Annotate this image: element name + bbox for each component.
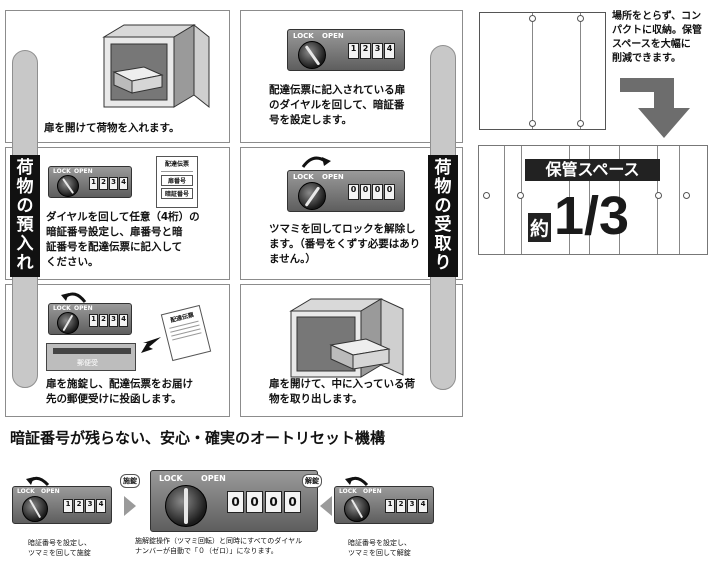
digit[interactable]: 3	[109, 177, 118, 190]
lock-label: LOCK	[53, 168, 71, 175]
lock-unit: LOCK OPEN 0 0 0 0	[287, 170, 405, 212]
unlock-tag: 解錠	[302, 474, 322, 488]
conventional-storage-cabinet	[479, 12, 606, 130]
storage-space-banner: 保管スペース	[525, 159, 660, 181]
lock-unit-right: LOCK OPEN 1 2 3 4	[334, 486, 434, 524]
open-locker-illustration	[102, 23, 210, 109]
receive-step3-panel: 扉を開けて、中に入っている荷 物を取り出します。	[240, 284, 463, 417]
approx-label: 約	[528, 213, 552, 242]
deposit-vertical-label: 荷物の預入れ	[10, 155, 40, 277]
code-digits: 1 2 3 4	[89, 314, 128, 327]
auto-reset-heading: 暗証番号が残らない、安心・確実のオートリセット機構	[10, 429, 386, 447]
deposit-step3-panel: LOCK OPEN 1 2 3 4 郵便受 配達伝票 扉を施錠し、配達伝票をお届…	[5, 284, 230, 417]
dial-knob[interactable]	[57, 175, 79, 197]
lock-unit: LOCK OPEN 1 2 3 4	[48, 166, 132, 198]
code-digits: 1 2 3 4	[89, 177, 128, 190]
arrow-left-icon	[320, 496, 332, 516]
slip-door-field: 扉番号	[161, 175, 193, 186]
reset-right-caption: 暗証番号を設定し、 ツマミを回して解錠	[348, 539, 411, 557]
receive-step2-caption: ツマミを回してロックを解除し ます。（番号をくずす必要はあり ません。）	[269, 223, 421, 265]
dial-knob[interactable]	[57, 312, 79, 334]
receive-step1-caption: 配達伝票に記入されている扉 のダイヤルを回して、暗証番 号を設定します。	[269, 84, 406, 126]
rotate-arrow-icon	[26, 476, 50, 486]
receive-vertical-label: 荷物の受取り	[428, 155, 458, 277]
code-digits: 1 2 3 4	[348, 43, 395, 59]
slip-code-field: 暗証番号	[161, 188, 193, 199]
reset-left-caption: 暗証番号を設定し、 ツマミを回して施錠	[28, 539, 91, 557]
deposit-step2-caption: ダイヤルを回して任意（4桁）の 暗証番号設定し、扉番号と暗 証番号を配達伝票に記…	[46, 211, 200, 268]
delivery-slip: 配達伝票 扉番号 暗証番号	[156, 156, 198, 208]
deposit-step2-panel: LOCK OPEN 1 2 3 4 配達伝票 扉番号 暗証番号 ダイヤルを回して…	[5, 147, 230, 280]
dial-knob[interactable]	[298, 41, 326, 69]
lock-unit: LOCK OPEN 1 2 3 4	[48, 303, 132, 335]
digit[interactable]: 2	[99, 177, 108, 190]
rotate-arrow-icon	[61, 292, 87, 303]
open-label: OPEN	[74, 168, 93, 175]
open-locker-illustration	[289, 298, 404, 378]
digit[interactable]: 4	[119, 177, 128, 190]
delivery-slip: 配達伝票	[160, 304, 212, 362]
mailbox: 郵便受	[46, 343, 136, 371]
digit[interactable]: 1	[89, 177, 98, 190]
slip-title: 配達伝票	[164, 161, 189, 168]
rotate-arrow-icon	[301, 156, 331, 168]
rotate-arrow-icon	[345, 476, 369, 486]
code-digits: 1 2 3 4	[385, 499, 428, 513]
space-caption: 場所をとらず、コン パクトに収納。保管 スペースを大幅に 削減できます。	[612, 11, 702, 64]
lock-unit-center: LOCK OPEN 0 0 0 0	[150, 470, 318, 532]
receive-step2-panel: LOCK OPEN 0 0 0 0 ツマミを回してロックを解除し ます。（番号を…	[240, 147, 463, 280]
down-right-arrow-icon	[620, 78, 690, 138]
insert-arrow-icon	[141, 337, 161, 353]
dial-knob[interactable]	[22, 496, 48, 522]
deposit-step1-panel: 扉を開けて荷物を入れます。	[5, 10, 230, 143]
mailbox-label: 郵便受	[77, 359, 98, 367]
receive-step3-caption: 扉を開けて、中に入っている荷 物を取り出します。	[269, 378, 415, 405]
zero-digits: 0 0 0 0	[227, 491, 301, 513]
lock-tag: 施錠	[120, 474, 140, 488]
code-digits: 1 2 3 4	[63, 499, 106, 513]
deposit-step1-caption: 扉を開けて荷物を入れます。	[44, 122, 180, 134]
dial-knob[interactable]	[344, 496, 370, 522]
dial-knob[interactable]	[298, 182, 326, 210]
zero-digits: 0 0 0 0	[348, 184, 395, 200]
lock-unit-left: LOCK OPEN 1 2 3 4	[12, 486, 112, 524]
lock-unit: LOCK OPEN 1 2 3 4	[287, 29, 405, 71]
reset-center-caption: 施解錠操作（ツマミ回転）と同時にすべてのダイヤル ナンバーが自動で「０（ゼロ）」…	[135, 537, 303, 555]
deposit-step3-caption: 扉を施錠し、配達伝票をお届け 先の郵便受けに投函します。	[46, 378, 193, 405]
receive-step1-panel: LOCK OPEN 1 2 3 4 配達伝票に記入されている扉 のダイヤルを回し…	[240, 10, 463, 143]
dial-knob[interactable]	[165, 485, 207, 527]
one-third-figure: 1/3	[554, 186, 630, 246]
arrow-right-icon	[124, 496, 136, 516]
